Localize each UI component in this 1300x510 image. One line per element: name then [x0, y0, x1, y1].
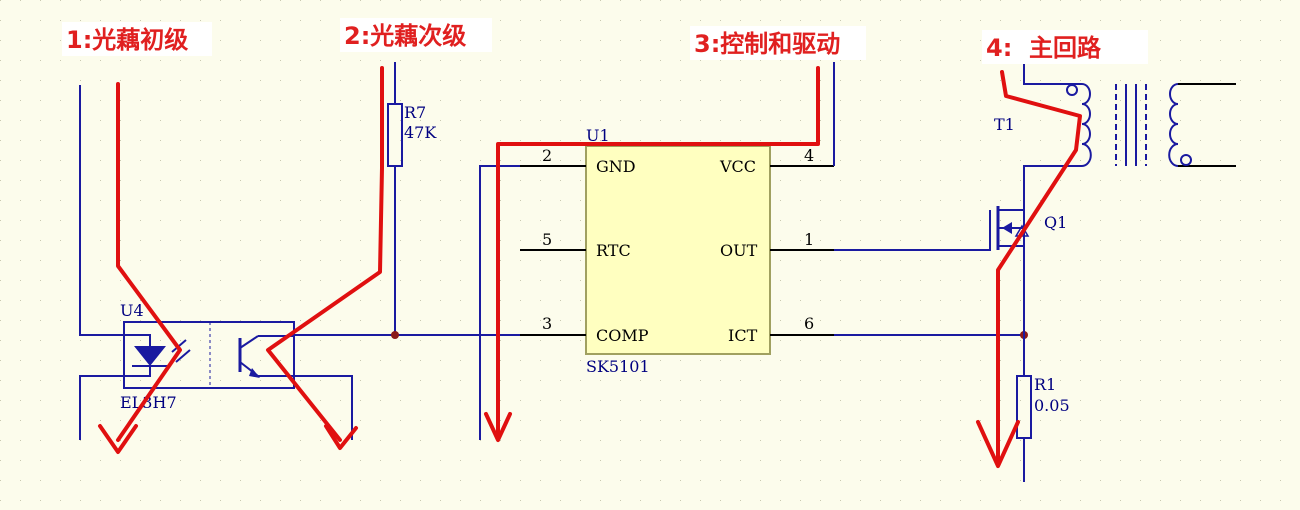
- arrowhead-icon: [324, 424, 358, 450]
- annotation-1-title: 1:光藕初级: [66, 26, 188, 54]
- annotation-1-background: [62, 22, 212, 56]
- pin-out-number: 1: [804, 230, 814, 249]
- u4-part-number: EL3H7: [120, 393, 177, 412]
- pin-ict-label: ICT: [728, 326, 758, 345]
- annotation-2-background: [340, 18, 492, 52]
- pin-gnd-number: 2: [542, 146, 552, 165]
- pin-out-label: OUT: [720, 241, 758, 260]
- light-arrow-icon: [175, 349, 191, 363]
- primary-wire-anode: [79, 85, 151, 340]
- pin-gnd-label: GND: [596, 157, 636, 176]
- pin-ict-number: 6: [804, 314, 814, 333]
- pin-comp-number: 3: [542, 314, 552, 333]
- t1-secondary-winding: [1168, 83, 1179, 167]
- gnd-net-wire: [479, 165, 520, 440]
- pin-rtc-number: 5: [542, 230, 552, 249]
- arrowhead-icon: [98, 424, 138, 454]
- arrowhead-icon: [976, 420, 1020, 468]
- pin-vcc-number: 4: [804, 146, 814, 165]
- resistor-r7: R7 47K: [387, 62, 437, 335]
- current-path-arrow-4: [996, 70, 1082, 464]
- resistor-r1: R1 0.05: [1016, 335, 1070, 482]
- annotation-path-4: [976, 70, 1082, 468]
- t1-primary-top-wire: [1023, 62, 1082, 85]
- annotation-3-title: 3:控制和驱动: [694, 30, 840, 58]
- r1-designator: R1: [1034, 375, 1056, 394]
- pin-comp-label: COMP: [596, 326, 649, 345]
- optocoupler-body: [123, 321, 295, 389]
- led-diode-icon: [134, 346, 166, 366]
- t1-polarity-dot: [1180, 154, 1192, 166]
- annotation-2-title: 2:光藕次级: [344, 22, 466, 50]
- annotation-path-1: [98, 82, 182, 454]
- annotation-path-3: [484, 66, 820, 442]
- annotation-4-background: [982, 30, 1148, 64]
- annotation-3-background: [690, 26, 866, 60]
- q1-arrow-icon: [1002, 222, 1012, 234]
- pin-vcc-label: VCC: [719, 157, 756, 176]
- t1-designator: T1: [994, 115, 1015, 134]
- phototransistor-collector: [239, 335, 259, 349]
- ic-u1: U1 SK5101 2 GND 5 RTC 3 COMP 4 VCC 1 OUT…: [520, 126, 834, 376]
- current-path-arrow-3: [496, 66, 820, 438]
- transformer-t1: T1: [994, 62, 1236, 205]
- current-path-arrow-2: [266, 66, 384, 442]
- annotation-4-title: 4: 主回路: [986, 34, 1102, 62]
- r7-value: 47K: [404, 123, 437, 142]
- arrowhead-icon: [484, 412, 512, 442]
- t1-polarity-dot: [1066, 84, 1078, 96]
- optocoupler-u4: U4 EL3H7: [79, 85, 353, 440]
- r1-value: 0.05: [1034, 396, 1070, 415]
- annotation-path-2: [266, 66, 384, 450]
- emitter-arrow-icon: [249, 368, 260, 378]
- t1-primary-bottom-wire: [1023, 165, 1082, 205]
- current-path-arrow-1: [116, 82, 182, 442]
- q1-designator: Q1: [1044, 213, 1067, 232]
- u1-designator: U1: [586, 126, 610, 145]
- r7-designator: R7: [404, 103, 426, 122]
- u4-designator: U4: [120, 301, 144, 320]
- u1-part-number: SK5101: [586, 357, 650, 376]
- junction-dot: [391, 331, 399, 339]
- pin-rtc-label: RTC: [596, 241, 631, 260]
- t1-primary-winding: [1081, 83, 1092, 167]
